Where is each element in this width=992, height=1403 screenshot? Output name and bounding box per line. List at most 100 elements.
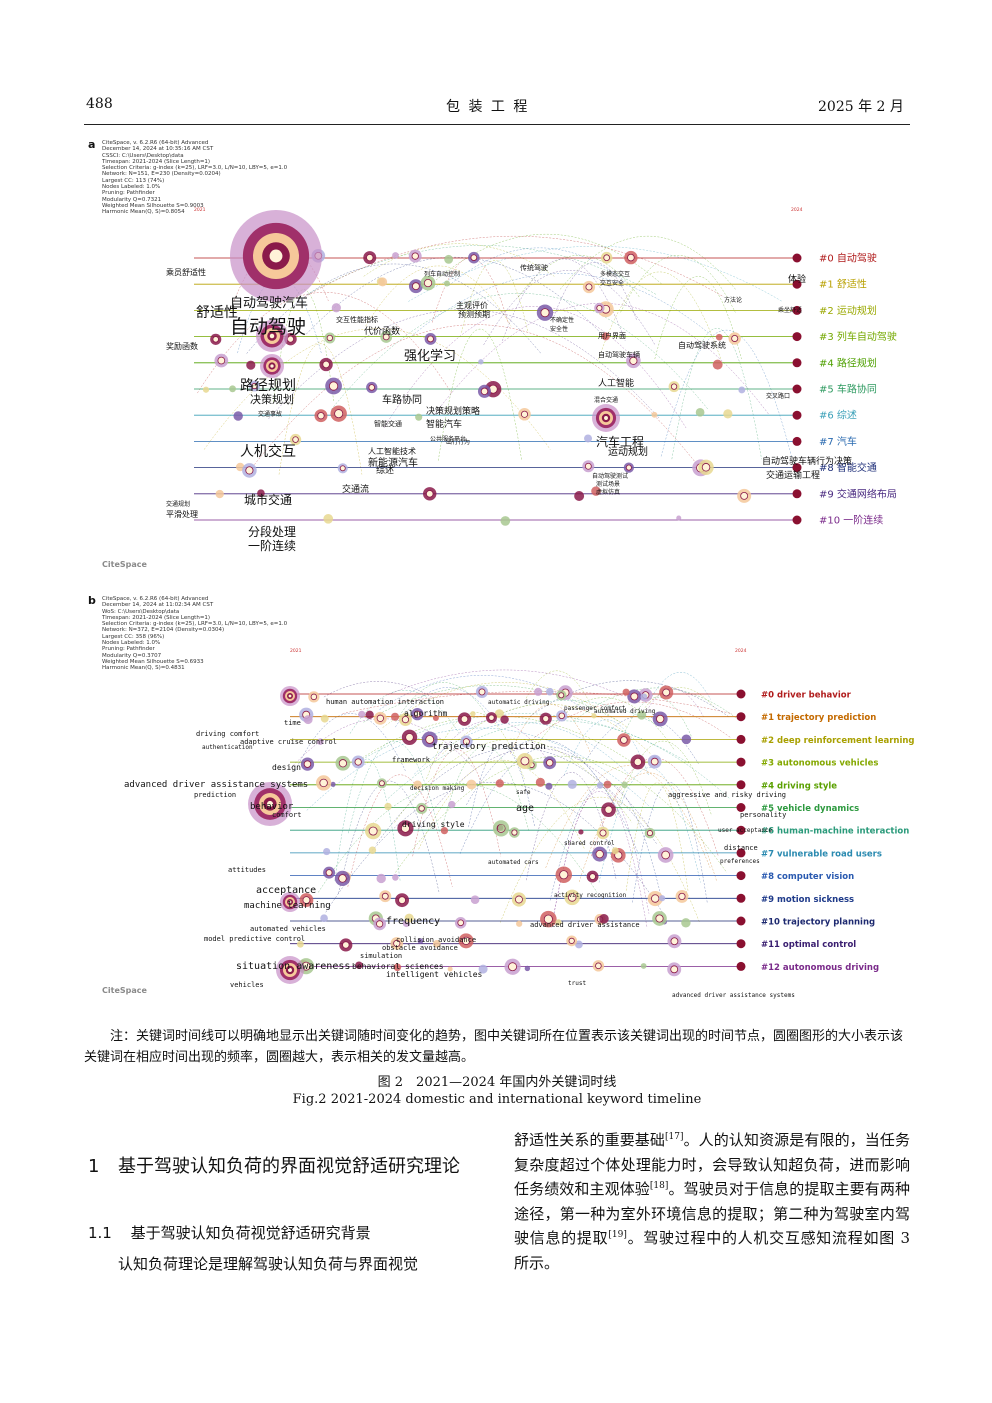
keyword-label: model predictive control bbox=[204, 935, 305, 943]
link-arc bbox=[573, 687, 741, 722]
para-text-2: 。人的认知资源是有限的，当任务复杂度超过个体处理能力时，会导致认知超负荷，进而影… bbox=[514, 1131, 910, 1198]
keyword-label: 平滑处理 bbox=[166, 509, 198, 519]
keyword-label: prediction bbox=[194, 791, 236, 799]
keyword-node bbox=[380, 331, 393, 343]
link-arc bbox=[500, 797, 700, 923]
keyword-node bbox=[358, 710, 366, 719]
keyword-label: attitudes bbox=[228, 866, 266, 874]
link-arc bbox=[412, 749, 502, 857]
keyword-label: behavior bbox=[250, 802, 294, 812]
keyword-node bbox=[712, 359, 723, 370]
keyword-label: 分段处理 bbox=[248, 524, 296, 539]
keyword-node bbox=[368, 846, 377, 854]
keyword-node bbox=[443, 280, 450, 287]
end-node bbox=[736, 916, 746, 926]
keyword-node bbox=[411, 707, 424, 721]
keyword-label: human automation interaction bbox=[326, 698, 444, 706]
citespace-watermark-b: CiteSpace bbox=[102, 986, 147, 995]
ref-18: [18] bbox=[649, 1181, 669, 1191]
keyword-node bbox=[566, 935, 578, 947]
keyword-node bbox=[399, 713, 412, 727]
link-arc bbox=[376, 747, 657, 844]
hub-node bbox=[260, 354, 284, 378]
cluster-label: #10 trajectory planning bbox=[761, 918, 875, 928]
keyword-label: 人工智能技术 bbox=[368, 446, 416, 456]
keyword-node bbox=[460, 735, 473, 748]
keyword-node bbox=[323, 847, 331, 856]
hub-node bbox=[248, 782, 292, 826]
keyword-node bbox=[334, 870, 351, 887]
keyword-node bbox=[546, 687, 554, 696]
keyword-node bbox=[457, 712, 472, 726]
keyword-node bbox=[536, 304, 554, 321]
keyword-node bbox=[337, 463, 348, 474]
cluster-label: #10 一阶连续 bbox=[819, 514, 883, 527]
keyword-label: situation awareness bbox=[236, 961, 350, 972]
link-arc bbox=[365, 265, 512, 327]
keyword-node bbox=[659, 685, 674, 700]
panel-b-letter: b bbox=[88, 594, 96, 607]
keyword-node bbox=[534, 687, 543, 696]
section-number: 1 bbox=[88, 1156, 100, 1177]
keyword-node bbox=[737, 488, 752, 503]
keyword-node bbox=[594, 302, 605, 314]
keyword-label: obstacle avoidance bbox=[382, 944, 458, 952]
link-arc bbox=[254, 324, 698, 465]
keyword-node bbox=[556, 710, 568, 722]
figure-note: 注：关键词时间线可以明确地显示出关键词随时间变化的趋势，图中关键词所在位置表示该… bbox=[84, 1029, 904, 1065]
link-arc bbox=[295, 713, 406, 771]
link-arc bbox=[307, 245, 657, 295]
keyword-label: shared control bbox=[564, 840, 615, 847]
keyword-node bbox=[330, 405, 347, 422]
link-arc bbox=[306, 727, 654, 811]
keyword-node bbox=[582, 460, 595, 473]
keyword-label: advanced driver assistance bbox=[530, 921, 640, 929]
link-arc bbox=[197, 292, 452, 394]
keyword-node bbox=[364, 822, 382, 840]
keyword-node bbox=[297, 940, 304, 948]
end-node bbox=[792, 358, 802, 368]
figure-caption-cn: 图 2 2021—2024 年国内外关键词时线 bbox=[377, 1075, 617, 1090]
keyword-node bbox=[723, 409, 733, 419]
keyword-label: trajectory prediction bbox=[432, 742, 546, 752]
link-arc bbox=[483, 270, 656, 346]
figure-panel-b: b CiteSpace, v. 6.2.R6 (64-bit) Advanced… bbox=[84, 592, 915, 1012]
keyword-label: frequency bbox=[386, 916, 440, 927]
keyword-node bbox=[658, 895, 666, 902]
keyword-node bbox=[617, 733, 631, 747]
keyword-node bbox=[404, 913, 414, 923]
link-arc bbox=[461, 260, 529, 333]
keyword-node bbox=[623, 462, 635, 473]
keyword-node bbox=[433, 939, 441, 948]
keyword-node bbox=[475, 685, 489, 699]
link-arc bbox=[382, 682, 628, 728]
issue-date: 2025 年 2 月 bbox=[818, 99, 904, 115]
keyword-node bbox=[621, 781, 628, 789]
link-arc bbox=[387, 669, 622, 696]
keyword-label: 车路协同 bbox=[382, 393, 422, 406]
link-arc bbox=[418, 759, 585, 850]
keyword-node bbox=[413, 780, 422, 789]
year-end-label: 2024 bbox=[735, 648, 747, 654]
keyword-node bbox=[432, 714, 439, 721]
keyword-node bbox=[257, 489, 265, 498]
keyword-node bbox=[378, 277, 388, 287]
keyword-node bbox=[540, 910, 557, 928]
keyword-node bbox=[477, 384, 492, 398]
para-text-4: 。驾驶过程中的人机交互感知流程如图 3 所示。 bbox=[514, 1229, 910, 1272]
section-title: 基于驾驶认知负荷的界面视觉舒适研究理论 bbox=[118, 1156, 460, 1177]
keyword-node bbox=[323, 513, 334, 524]
keyword-label: 自动驾驶 bbox=[230, 316, 306, 338]
keyword-node bbox=[393, 963, 402, 972]
link-arc bbox=[323, 681, 432, 698]
keyword-node bbox=[555, 866, 573, 884]
keyword-node bbox=[423, 487, 437, 501]
cluster-label: #3 列车自动驾驶 bbox=[819, 330, 897, 343]
keyword-label: automated vehicles bbox=[250, 925, 326, 933]
keyword-label: framework bbox=[392, 756, 431, 764]
keyword-node bbox=[555, 919, 562, 926]
keyword-node bbox=[233, 411, 243, 421]
end-node bbox=[736, 757, 746, 767]
link-arc bbox=[246, 263, 542, 354]
keyword-label: 乘员舒适性 bbox=[166, 267, 206, 277]
